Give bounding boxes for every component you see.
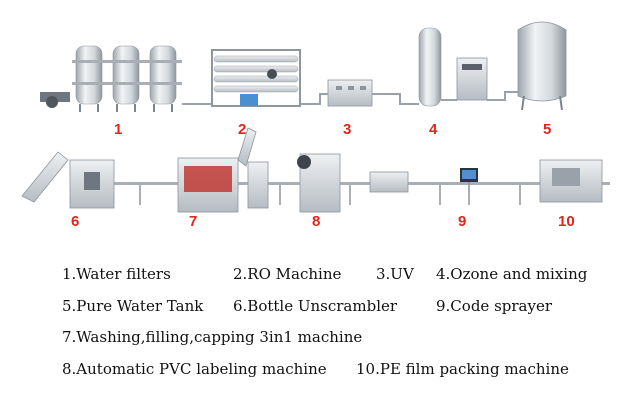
pvc-labeling-machine (297, 153, 409, 213)
code-sprayer (460, 168, 478, 205)
step-number-8: 8 (312, 213, 320, 230)
water-filters-machine (40, 45, 182, 112)
ozone-mixing-unit (418, 27, 488, 107)
pure-water-tank (517, 21, 567, 111)
step-number-1: 1 (114, 121, 122, 138)
step-number-5: 5 (543, 121, 551, 138)
row1-pipes (182, 91, 518, 105)
pe-film-packing-machine (539, 159, 603, 203)
conveyor-line (110, 182, 610, 205)
uv-sterilizer (327, 79, 373, 107)
step-number-2: 2 (238, 121, 246, 138)
ro-machine (211, 49, 301, 107)
bottle-unscrambler (21, 151, 115, 209)
step-number-4: 4 (429, 121, 438, 138)
step-number-6: 6 (71, 213, 79, 230)
filling-machine (177, 127, 269, 213)
step-numbers: 1 2 3 4 5 6 7 8 9 10 (71, 121, 575, 230)
step-number-3: 3 (343, 121, 351, 138)
step-number-9: 9 (458, 213, 466, 230)
step-number-10: 10 (558, 213, 575, 230)
step-number-7: 7 (189, 213, 197, 230)
